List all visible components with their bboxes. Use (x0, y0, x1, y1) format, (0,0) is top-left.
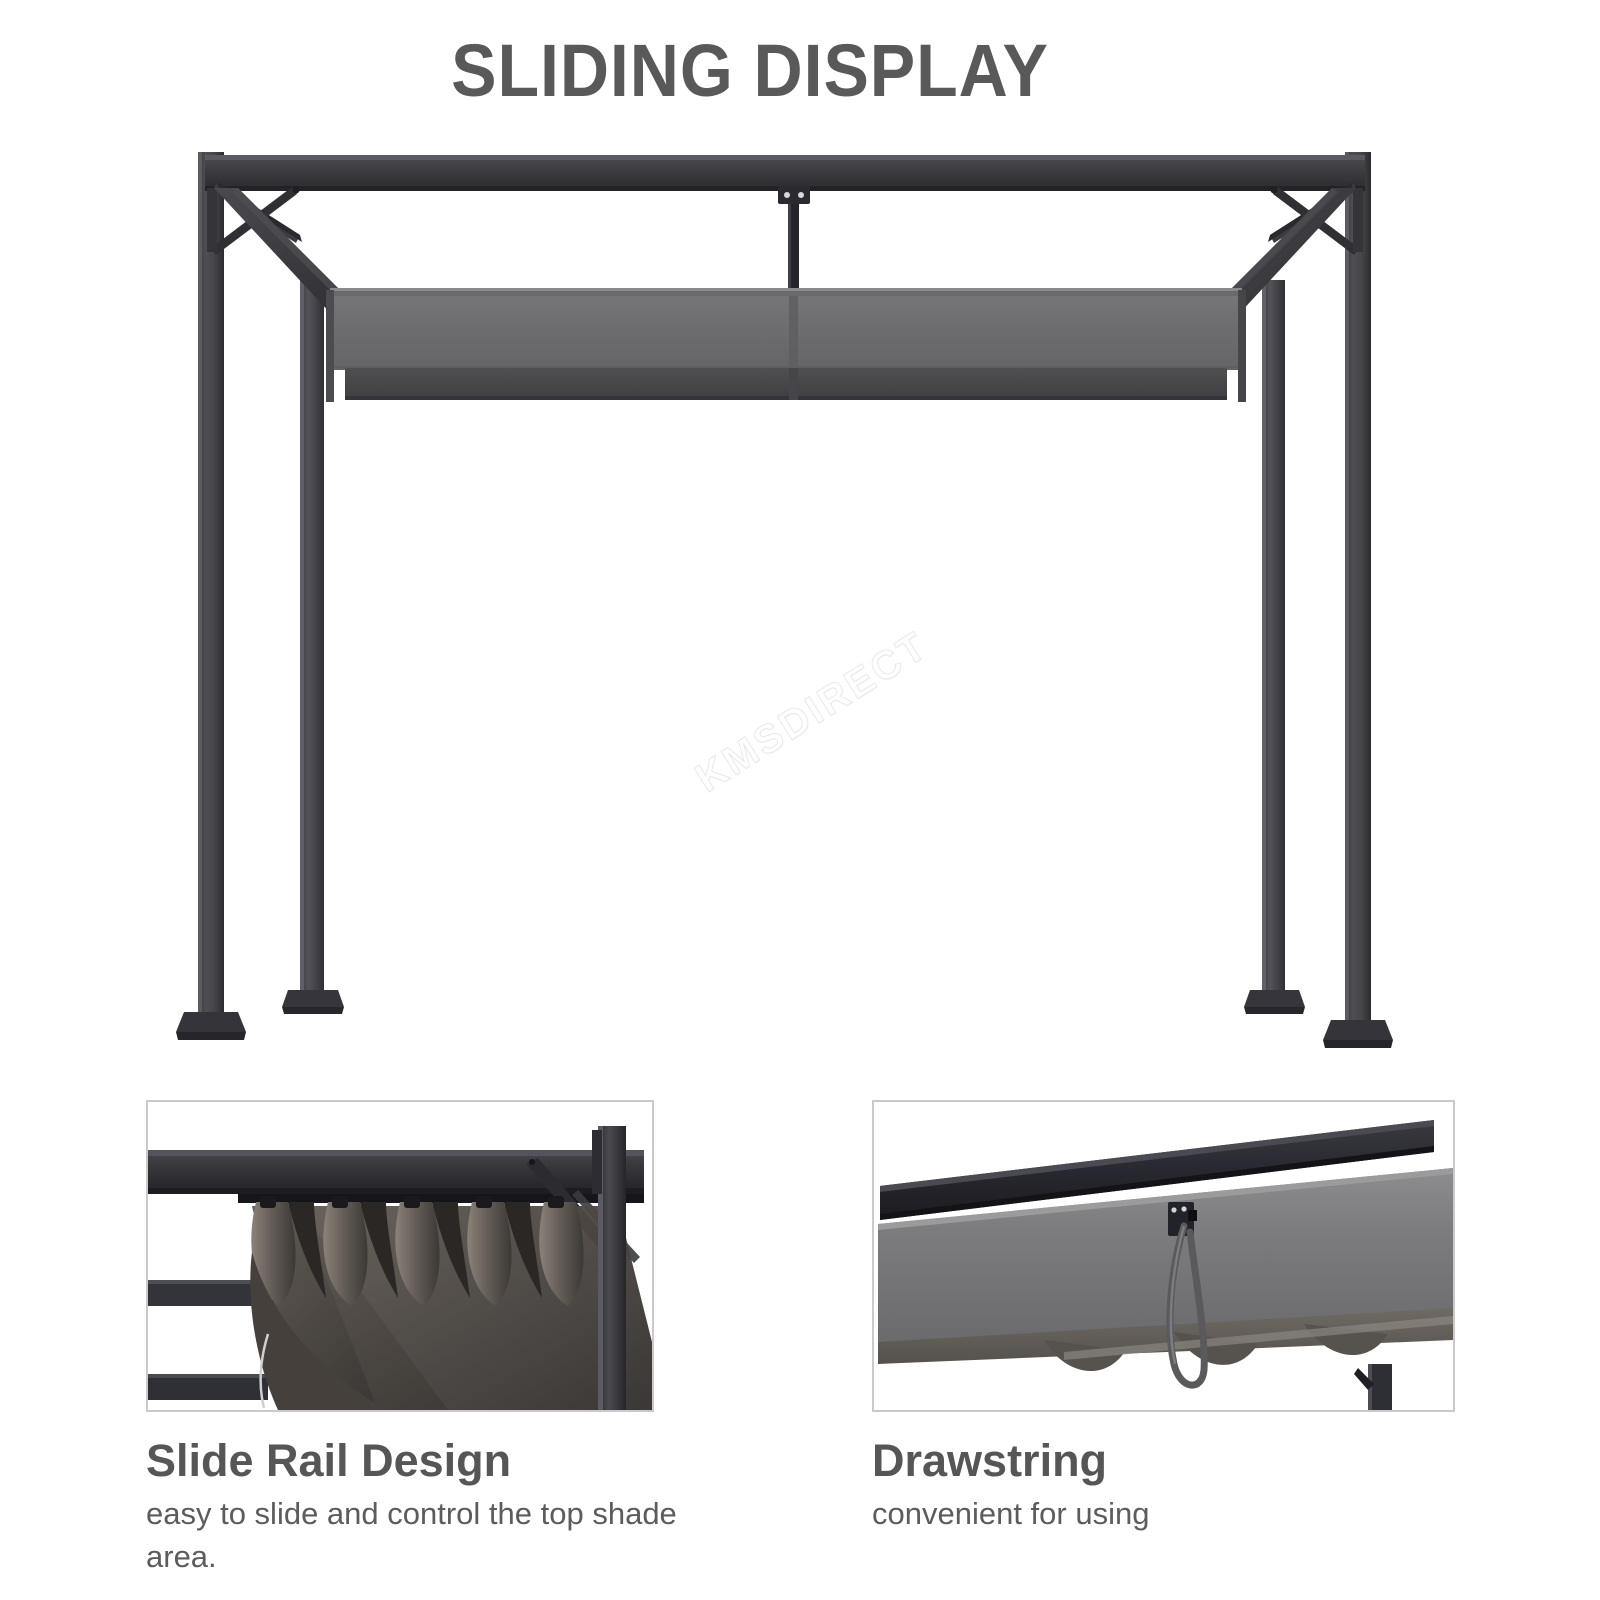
corner-post (592, 1126, 626, 1410)
feature-block-drawstring: Drawstring convenient for using (872, 1100, 1455, 1536)
rear-right-post (1323, 152, 1393, 1048)
feature-heading: Slide Rail Design (146, 1435, 512, 1486)
feature-block-slide-rail: Slide Rail Design easy to slide and cont… (146, 1100, 677, 1579)
rear-left-post (176, 152, 246, 1040)
canopy-fabric-panel (330, 288, 1242, 400)
page-title: SLIDING DISPLAY (451, 29, 1049, 112)
top-rear-beam (205, 155, 1365, 191)
canopy-end-caps (326, 290, 1246, 402)
drawstring-bracket (1168, 1202, 1197, 1236)
gathered-fabric-folds (250, 1202, 652, 1410)
feature-caption: easy to slide and control the top shade … (146, 1496, 677, 1574)
front-right-post (1244, 280, 1305, 1014)
drawstring-loop (1166, 1222, 1208, 1389)
front-left-post (282, 280, 344, 1014)
fabric-valance (878, 1168, 1453, 1372)
glider-clips (260, 1196, 564, 1208)
hero-product-illustration (0, 130, 1600, 1070)
feature-heading: Drawstring (872, 1435, 1108, 1486)
background-post (1354, 1364, 1392, 1410)
drawstring-closeup-photo (872, 1100, 1455, 1412)
angled-top-beam (880, 1120, 1434, 1220)
feature-caption: convenient for using (872, 1496, 1150, 1531)
slide-rail-closeup-photo (146, 1100, 654, 1412)
